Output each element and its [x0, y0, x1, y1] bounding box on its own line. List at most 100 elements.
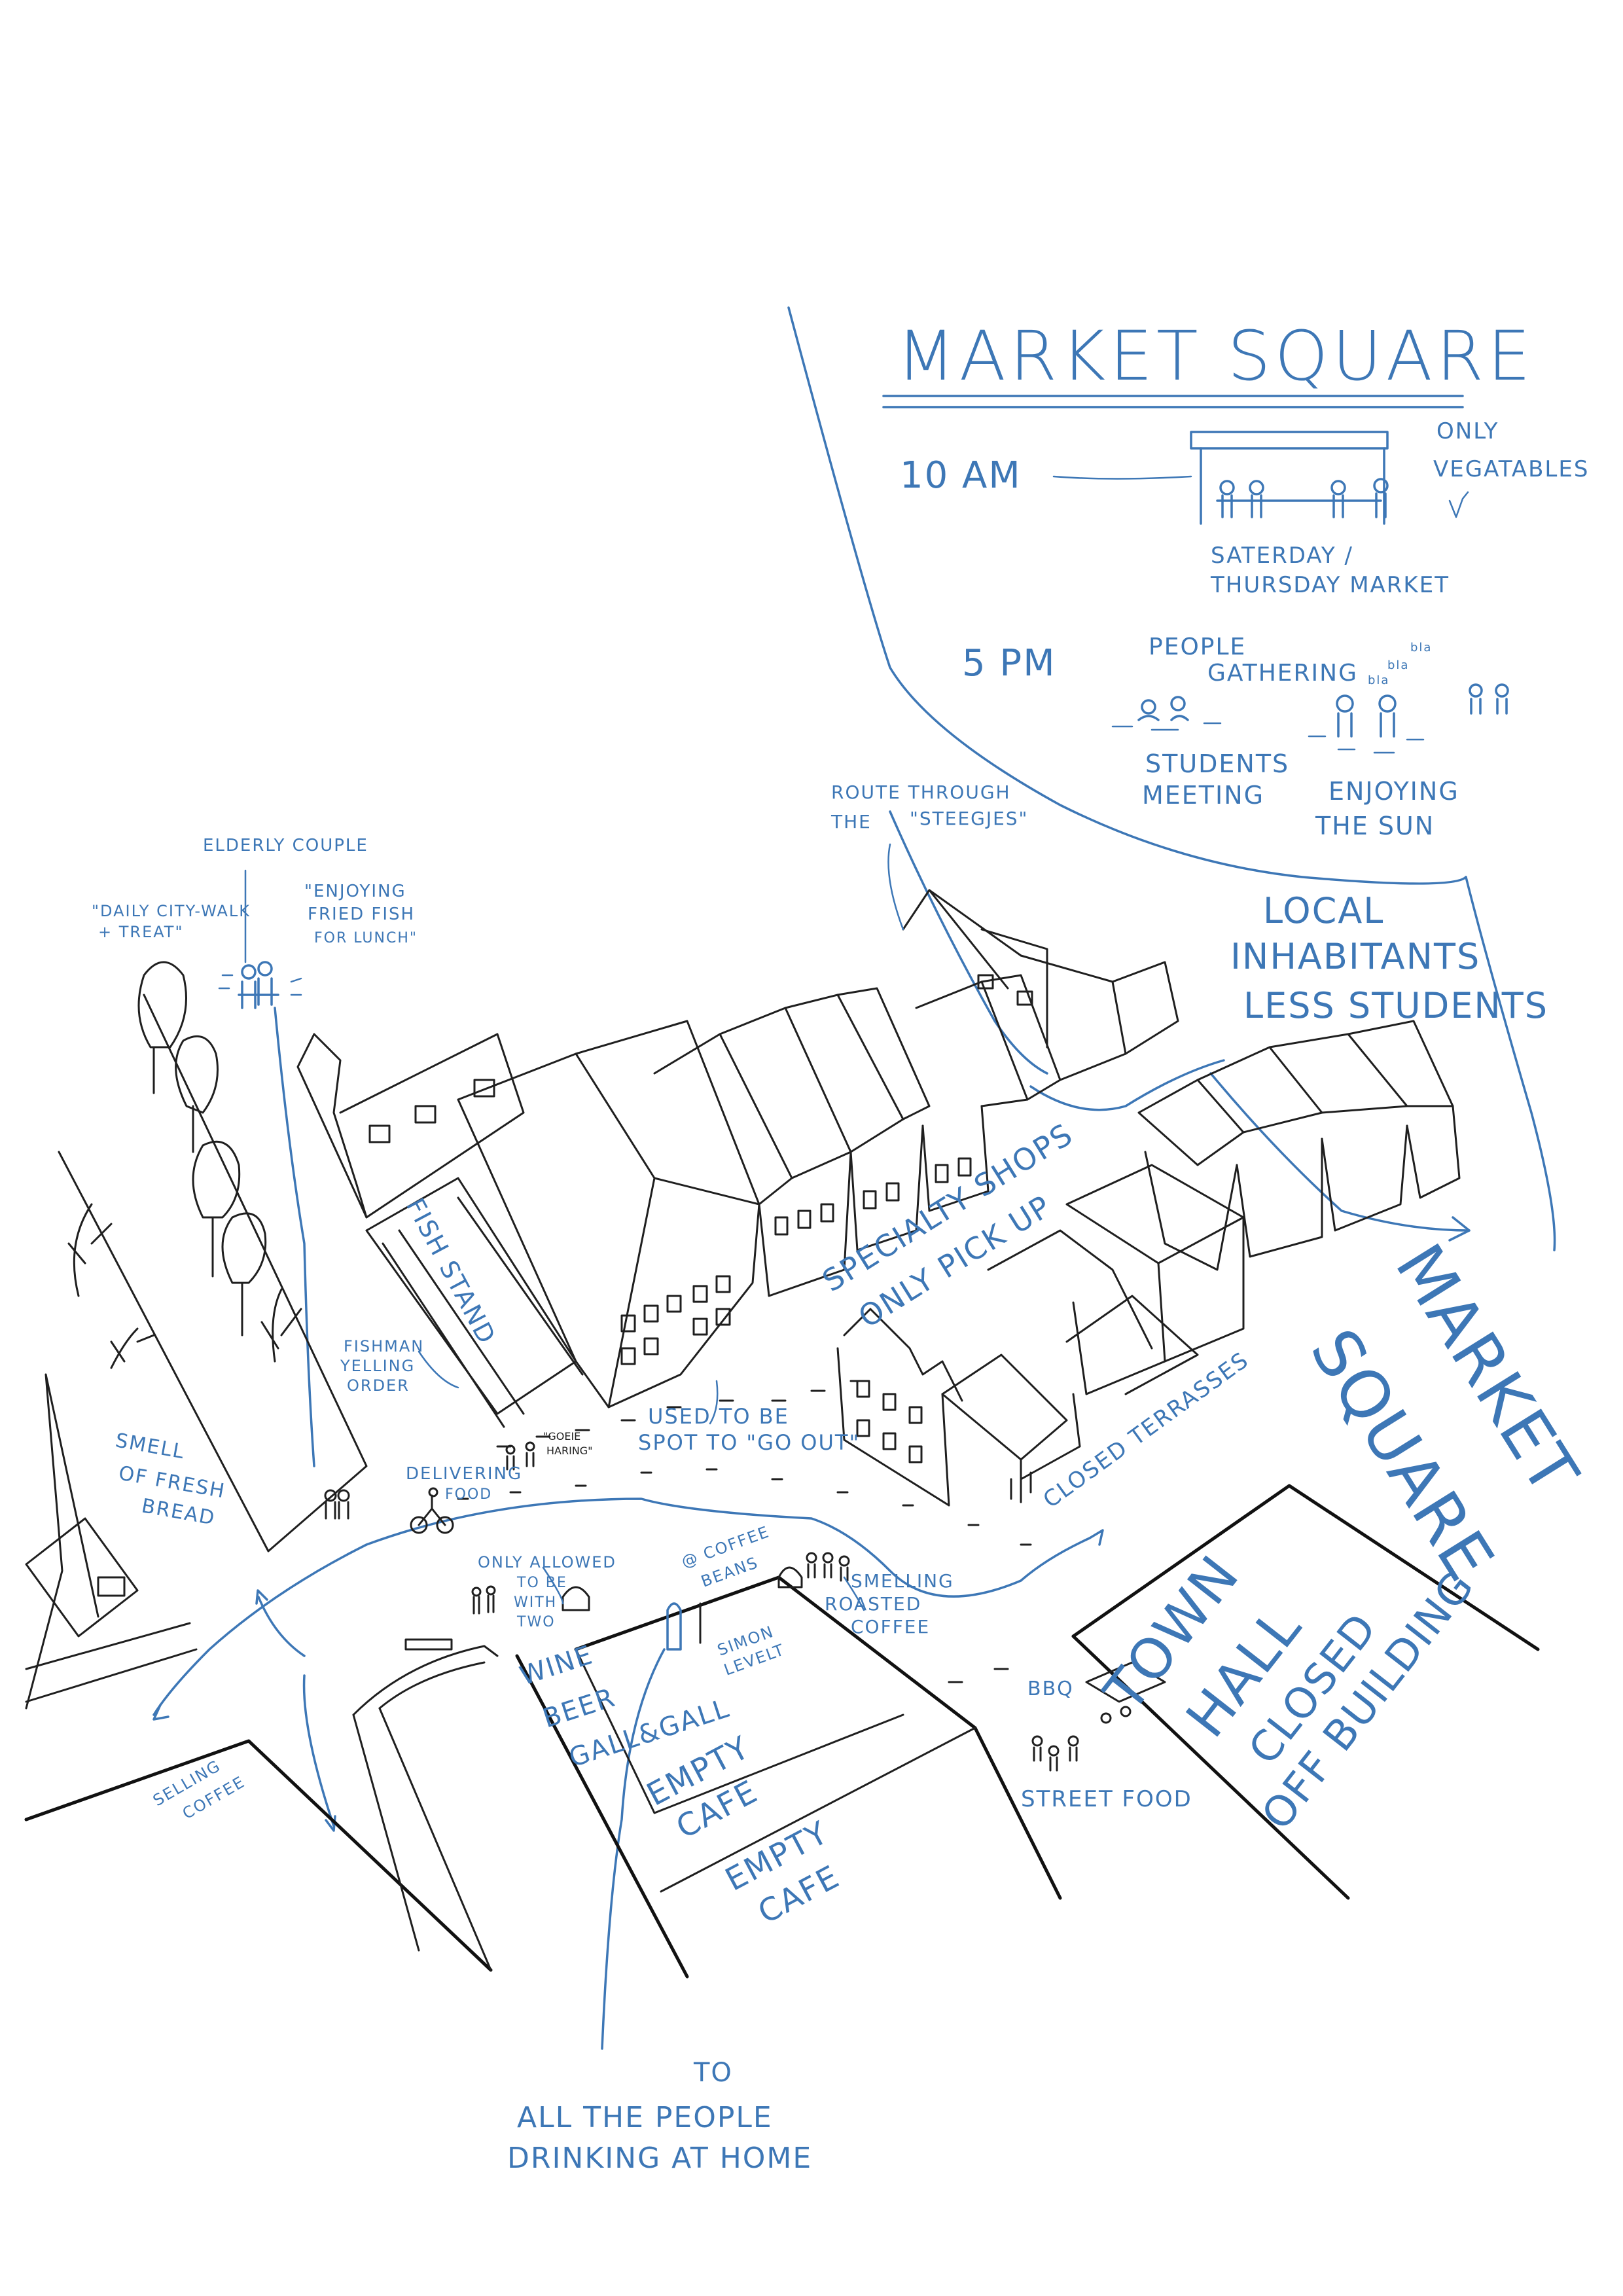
fish-label-1: "ENJOYING [304, 882, 406, 901]
fish-stand-stripes [382, 1196, 584, 1428]
corner-roof-b [941, 1354, 1068, 1461]
right-front-a [1144, 1151, 1238, 1271]
leader-lines [244, 843, 904, 1611]
bare-tree-icon [260, 1288, 302, 1363]
building-front-a [758, 1151, 852, 1297]
bottom-label-2: ALL THE PEOPLE [517, 2101, 773, 2134]
left-block [25, 994, 368, 1710]
two-label-2: TO BE [516, 1575, 567, 1591]
annotation-text: ROUTE THROUGH THE "STEEGJES" LOCAL INHAB… [92, 781, 1594, 2175]
dormer-window-5 [1016, 990, 1033, 1006]
fishman-leader [418, 1350, 459, 1389]
town-hall-top [1071, 1484, 1540, 1651]
bottom-label-3: DRINKING AT HOME [507, 2142, 812, 2175]
title: MARKET SQUARE [897, 316, 1535, 396]
route-label-2a: THE [830, 811, 872, 833]
building-front-c [921, 1105, 990, 1212]
students-line2: MEETING [1142, 781, 1264, 810]
right-front-b [1236, 1138, 1323, 1258]
market-hall-side [457, 1052, 656, 1408]
roasted-label-1: SMELLING [851, 1570, 954, 1592]
tower [296, 1033, 368, 1219]
delivering-label-2: FOOD [445, 1486, 492, 1503]
wine-label-1: WINE [516, 1640, 597, 1691]
corner-stepped-gable [843, 1308, 963, 1402]
upper-row-buildings [653, 889, 1179, 1297]
tree-icon-3 [192, 1140, 241, 1278]
streetfood-people-icon [1031, 1706, 1132, 1772]
people-icons [218, 961, 1132, 1772]
dormer-window-4 [977, 974, 994, 990]
corner-windows [856, 1380, 923, 1463]
terrasses-label: CLOSED TERRASSES [1039, 1347, 1254, 1513]
delivering-label-1: DELIVERING [406, 1464, 522, 1484]
main-street-flow [152, 1498, 1091, 1716]
coffee-queue-icon [806, 1552, 850, 1582]
fish-stand-label: FISH STAND [401, 1194, 501, 1350]
route-arrow-link [1029, 1059, 1225, 1111]
time-5pm: 5 PM [962, 642, 1056, 685]
people-in-sun-icon [1308, 683, 1509, 754]
tree-row [67, 961, 302, 1369]
bbq-grill-icon [1085, 1661, 1166, 1703]
local-label-1: LOCAL [1263, 890, 1384, 931]
building-roof-b [719, 1007, 852, 1179]
dormer-window-2 [414, 1105, 437, 1124]
vegetable-icon [1448, 491, 1469, 518]
terrace-people-icon [1010, 1471, 1032, 1503]
local-label-2: INHABITANTS [1230, 936, 1480, 977]
corner-roof-a [987, 1229, 1153, 1350]
right-front-d [1406, 1105, 1461, 1199]
time-connector [1052, 475, 1192, 480]
route-label-2b: "STEEGJES" [910, 808, 1028, 829]
title-block: MARKET SQUARE [882, 316, 1535, 408]
arrow-head-icon [1448, 1216, 1471, 1242]
only-veg-line1: ONLY [1436, 418, 1499, 444]
fishman-icon [324, 1489, 350, 1520]
bottom-blocks [24, 1484, 1540, 1979]
chatter-2: bla [1387, 658, 1409, 672]
corner-front-b [1020, 1393, 1081, 1480]
left-house-base [25, 1622, 198, 1703]
fish-label-2: FRIED FISH [308, 905, 415, 924]
arrow-head-icon-2 [152, 1704, 169, 1721]
steegjes-route-line [889, 810, 1048, 1075]
streetfood-label: STREET FOOD [1021, 1786, 1192, 1812]
right-front-c [1321, 1124, 1408, 1232]
right-roof-d [1347, 1020, 1454, 1107]
arrow-head-icon-3 [1088, 1529, 1104, 1546]
two-label-3: WITH [514, 1594, 557, 1611]
right-roof-b [1196, 1046, 1323, 1134]
roasted-label-3: COFFEE [851, 1616, 930, 1638]
two-label-1: ONLY ALLOWED [478, 1553, 616, 1571]
fishman-label-2: YELLING [340, 1357, 415, 1375]
back-building-roof [902, 889, 1022, 990]
middle-roof [1065, 1164, 1245, 1265]
sun-line2: THE SUN [1315, 812, 1435, 840]
route-lines [152, 306, 1556, 2050]
bbq-label: BBQ [1027, 1677, 1074, 1700]
fishman-label-3: ORDER [347, 1376, 410, 1395]
bottom-flow-line [601, 1648, 666, 2050]
tree-icon-4 [221, 1212, 267, 1336]
fish-stand-block [296, 1020, 760, 1428]
walk-label-1: "DAILY CITY-WALK [92, 902, 251, 920]
stepped-gable [1111, 961, 1179, 1055]
bridge-arch [352, 1645, 499, 1716]
goede-label-1: "GOEIE [543, 1430, 580, 1443]
bare-tree-icon-3 [110, 1327, 155, 1369]
local-label-3: LESS STUDENTS [1243, 985, 1548, 1026]
two-label-4: TWO [516, 1614, 556, 1630]
right-row-buildings [836, 1020, 1461, 1507]
left-building-edge [25, 1373, 99, 1710]
bare-tree-icon-2 [67, 1203, 113, 1297]
sun-line1: ENJOYING [1329, 777, 1459, 806]
elderly-couple-icon [218, 961, 302, 1009]
left-house-roof [25, 1517, 139, 1638]
chatter-3: bla [1368, 673, 1389, 687]
right-roof-c [1268, 1033, 1408, 1114]
market-hall-roof [575, 1020, 760, 1206]
walk-label-2: + TREAT" [98, 923, 184, 941]
boat-on-bridge [404, 1638, 453, 1651]
